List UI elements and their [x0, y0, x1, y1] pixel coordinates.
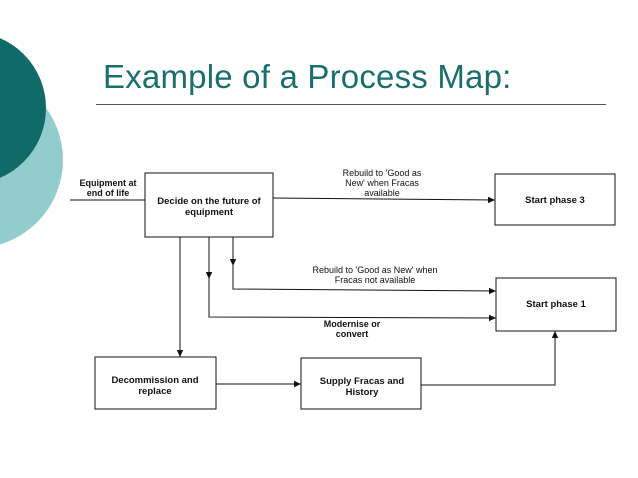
connector-supply-to-phase1	[421, 331, 559, 386]
modernise-label-line-1: Modernise or	[324, 319, 381, 329]
slide-title: Example of a Process Map:	[103, 58, 512, 95]
rebuild-good-label-line-2: New' when Fracas	[345, 178, 419, 188]
supply-fracas-box	[300, 357, 422, 410]
supply-label-line-2: History	[346, 387, 379, 398]
start-phase-1-label: Start phase 1	[526, 299, 586, 310]
supply-label-line-1: Supply Fracas and	[320, 376, 405, 387]
rebuild-good-label-line-1: Rebuild to 'Good as	[343, 168, 422, 178]
start-phase-1-box	[495, 277, 617, 332]
connector-decide-to-phase3	[272, 196, 496, 204]
decommission-label-line-1: Decommission and	[111, 375, 198, 386]
rebuild-not-available-label-line-1: Rebuild to 'Good as New' when	[312, 265, 437, 275]
input-label-line-2: end of life	[87, 188, 130, 198]
decide-label-line-2: equipment	[185, 207, 234, 218]
rebuild-not-available-label-line-2: Fracas not available	[335, 275, 416, 285]
decide-label-line-1: Decide on the future of	[157, 196, 261, 207]
start-phase-3-box	[494, 173, 616, 226]
decorative-circle-dark	[0, 38, 46, 178]
decommission-label-line-2: replace	[138, 386, 171, 397]
decommission-box	[94, 356, 217, 410]
title-underline	[96, 104, 606, 105]
start-phase-3-label: Start phase 3	[525, 195, 585, 206]
rebuild-good-label-line-3: available	[364, 188, 400, 198]
decide-future-box	[144, 172, 274, 238]
input-label-line-1: Equipment at	[79, 178, 136, 188]
modernise-label-line-2: convert	[336, 329, 369, 339]
